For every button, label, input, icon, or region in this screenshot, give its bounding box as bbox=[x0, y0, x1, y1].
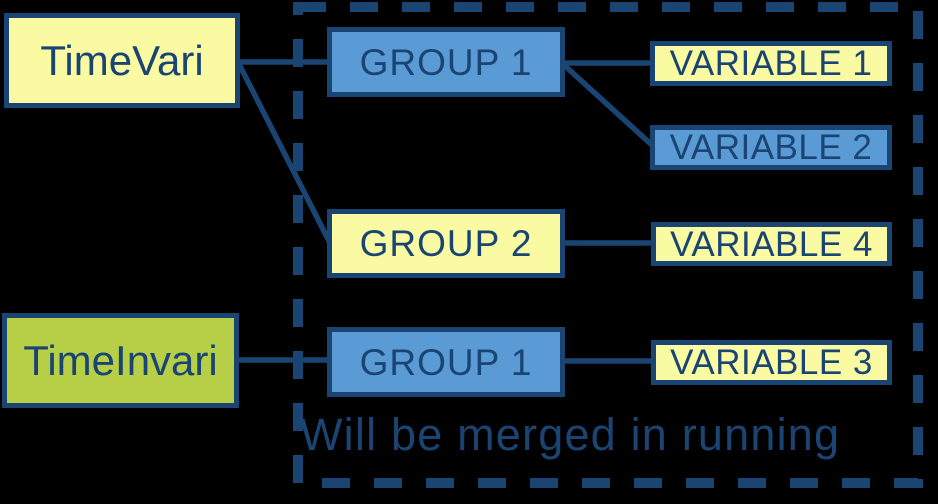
node-timeinvari: TimeInvari bbox=[2, 313, 239, 408]
node-variable1: VARIABLE 1 bbox=[650, 41, 892, 86]
edge-timevari-to-group2 bbox=[236, 62, 333, 245]
node-group2: GROUP 2 bbox=[327, 209, 565, 278]
node-timevari: TimeVari bbox=[4, 13, 240, 108]
node-group1-top: GROUP 1 bbox=[327, 27, 565, 97]
edge-group1-to-variable2 bbox=[562, 62, 655, 149]
node-variable4: VARIABLE 4 bbox=[651, 222, 892, 266]
merge-scope-dashed-frame bbox=[293, 2, 923, 488]
node-group1-bottom: GROUP 1 bbox=[327, 327, 565, 397]
merge-caption: Will be merged in running bbox=[300, 409, 841, 460]
node-variable3: VARIABLE 3 bbox=[651, 340, 892, 385]
node-variable2: VARIABLE 2 bbox=[650, 125, 892, 170]
